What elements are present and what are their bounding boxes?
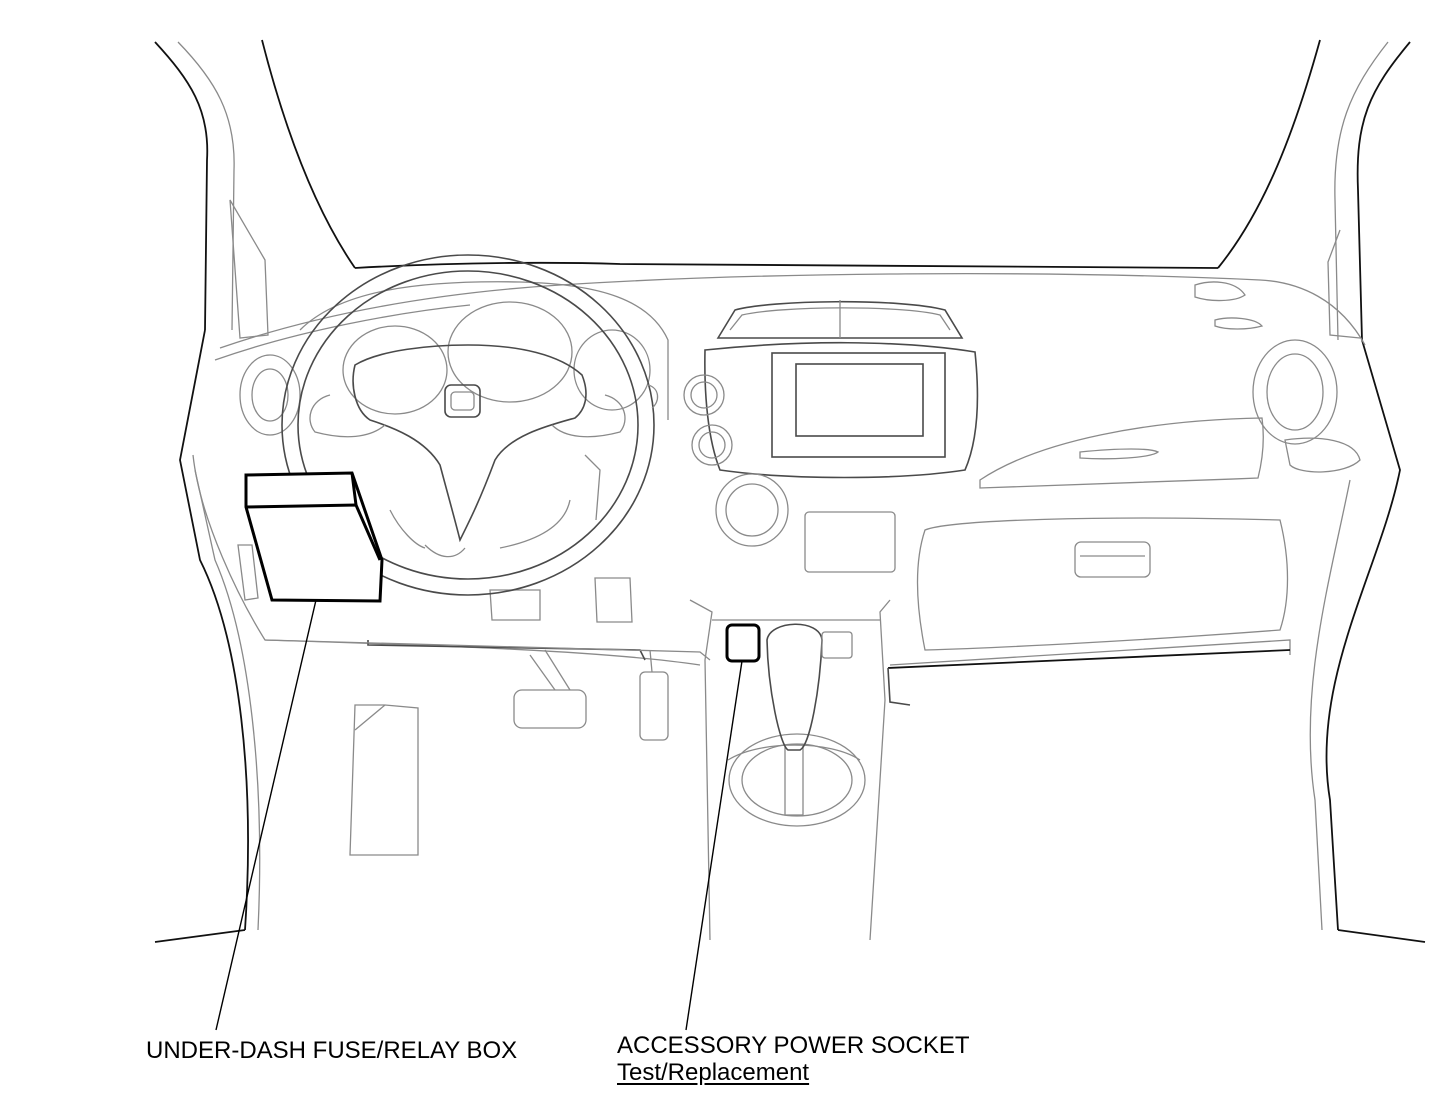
power-socket-leader-line [685,660,743,1031]
lower-dash [192,454,1291,669]
passenger-dash [916,339,1361,651]
power-socket-sublabel-link[interactable]: Test/Replacement [617,1059,810,1086]
dashboard-top [214,261,1366,361]
door-frames [154,329,1426,943]
a-pillar-left [154,39,356,339]
center-stack [683,300,979,573]
pedals [349,577,669,856]
center-console [689,599,911,941]
fuse-box-label: UNDER-DASH FUSE/RELAY BOX [146,1037,518,1064]
accessory-power-socket [725,623,761,663]
fuse-box-leader-line [215,599,317,1031]
fuse-relay-box [244,471,384,603]
steering-wheel [281,254,659,596]
power-socket-label: ACCESSORY POWER SOCKET [617,1032,970,1059]
a-pillar-right [1217,39,1411,341]
instrument-cluster [239,281,669,436]
